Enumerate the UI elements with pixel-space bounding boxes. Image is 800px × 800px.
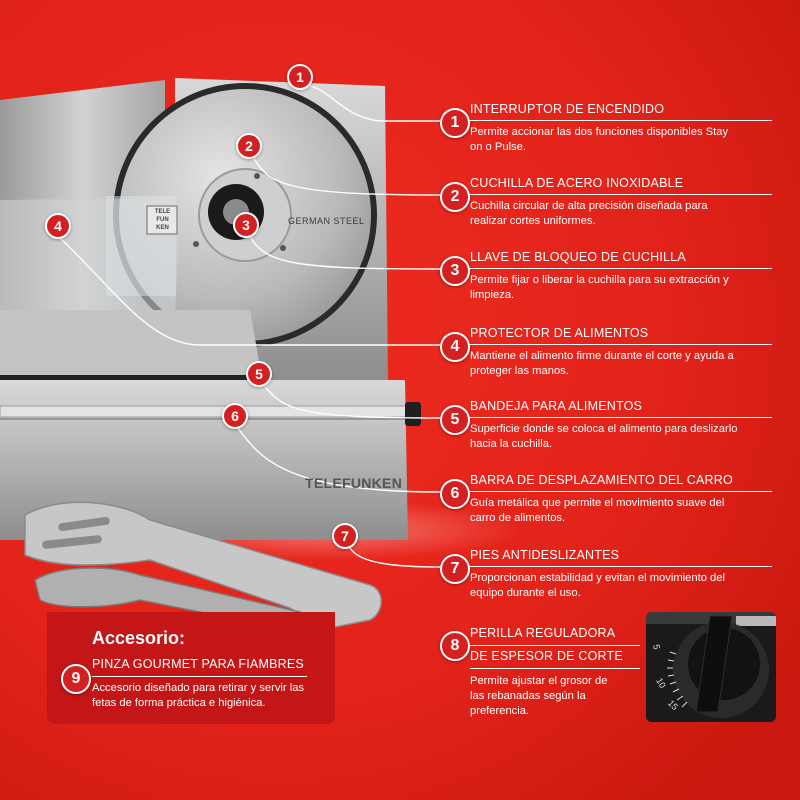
divider: [470, 417, 772, 418]
telefunken-logo: TELEFUNKEN: [305, 475, 403, 491]
feature-7-badge: 7: [440, 554, 470, 584]
thickness-knob-icon: [646, 612, 776, 722]
feature-6-description: Guía metálica que permite el movimiento …: [470, 497, 725, 524]
feature-2-badge: 2: [440, 182, 470, 212]
feature-7-title: PIES ANTIDESLIZANTES: [470, 548, 620, 562]
feature-8-badge: 8: [440, 631, 470, 661]
marker-7: 7: [332, 523, 358, 549]
divider: [470, 268, 772, 269]
marker-1: 1: [287, 64, 313, 90]
feature-1-badge: 1: [440, 108, 470, 138]
feature-8-title-line-2: DE ESPESOR DE CORTE: [470, 649, 623, 663]
divider: [470, 120, 772, 121]
telefunken-emblem: TELE FUN KEN: [150, 208, 175, 232]
accessory-panel: [47, 612, 335, 724]
knob-photo: 5 10 15: [646, 612, 776, 722]
german-steel-plate: GERMAN STEEL: [288, 216, 365, 226]
emblem-line-3: KEN: [156, 225, 169, 231]
feature-5-badge: 5: [440, 405, 470, 435]
divider: [470, 344, 772, 345]
feature-2-description: Cuchilla circular de alta precisión dise…: [470, 200, 708, 227]
accessory-heading: Accesorio:: [92, 628, 186, 648]
accessory-badge: 9: [61, 664, 91, 694]
marker-2: 2: [236, 133, 262, 159]
divider: [470, 491, 772, 492]
feature-5-title: BANDEJA PARA ALIMENTOS: [470, 399, 643, 413]
divider: [470, 668, 640, 669]
divider: [470, 566, 772, 567]
marker-6: 6: [222, 403, 248, 429]
accessory-title: PINZA GOURMET PARA FIAMBRES: [92, 657, 304, 671]
feature-6-badge: 6: [440, 479, 470, 509]
feature-3-title: LLAVE DE BLOQUEO DE CUCHILLA: [470, 250, 686, 264]
feature-4-badge: 4: [440, 332, 470, 362]
feature-1-description: Permite accionar las dos funciones dispo…: [470, 126, 729, 153]
emblem-line-1: TELE: [154, 209, 171, 215]
feature-6-title: BARRA DE DESPLAZAMIENTO DEL CARRO: [470, 473, 733, 487]
feature-5-description: Superficie donde se coloca el alimento p…: [470, 423, 738, 450]
accessory-description: Accesorio diseñado para retirar y servir…: [92, 682, 305, 709]
divider: [470, 645, 640, 646]
marker-4: 4: [45, 213, 71, 239]
divider: [470, 194, 772, 195]
feature-3-badge: 3: [440, 256, 470, 286]
feature-4-description: Mantiene el alimento firme durante el co…: [470, 350, 734, 377]
feature-8-description: Permite ajustar el grosor de las rebanad…: [470, 675, 608, 717]
feature-4-title: PROTECTOR DE ALIMENTOS: [470, 326, 649, 340]
feature-1-title: INTERRUPTOR DE ENCENDIDO: [470, 102, 665, 116]
emblem-line-2: FUN: [156, 217, 169, 223]
feature-2-title: CUCHILLA DE ACERO INOXIDABLE: [470, 176, 684, 190]
marker-5: 5: [246, 361, 272, 387]
feature-8-title-line-1: PERILLA REGULADORA: [470, 626, 616, 640]
feature-7-description: Proporcionan estabilidad y evitan el mov…: [470, 572, 725, 599]
feature-3-description: Permite fijar o liberar la cuchilla para…: [470, 274, 729, 301]
marker-3: 3: [233, 212, 259, 238]
divider: [92, 676, 307, 677]
